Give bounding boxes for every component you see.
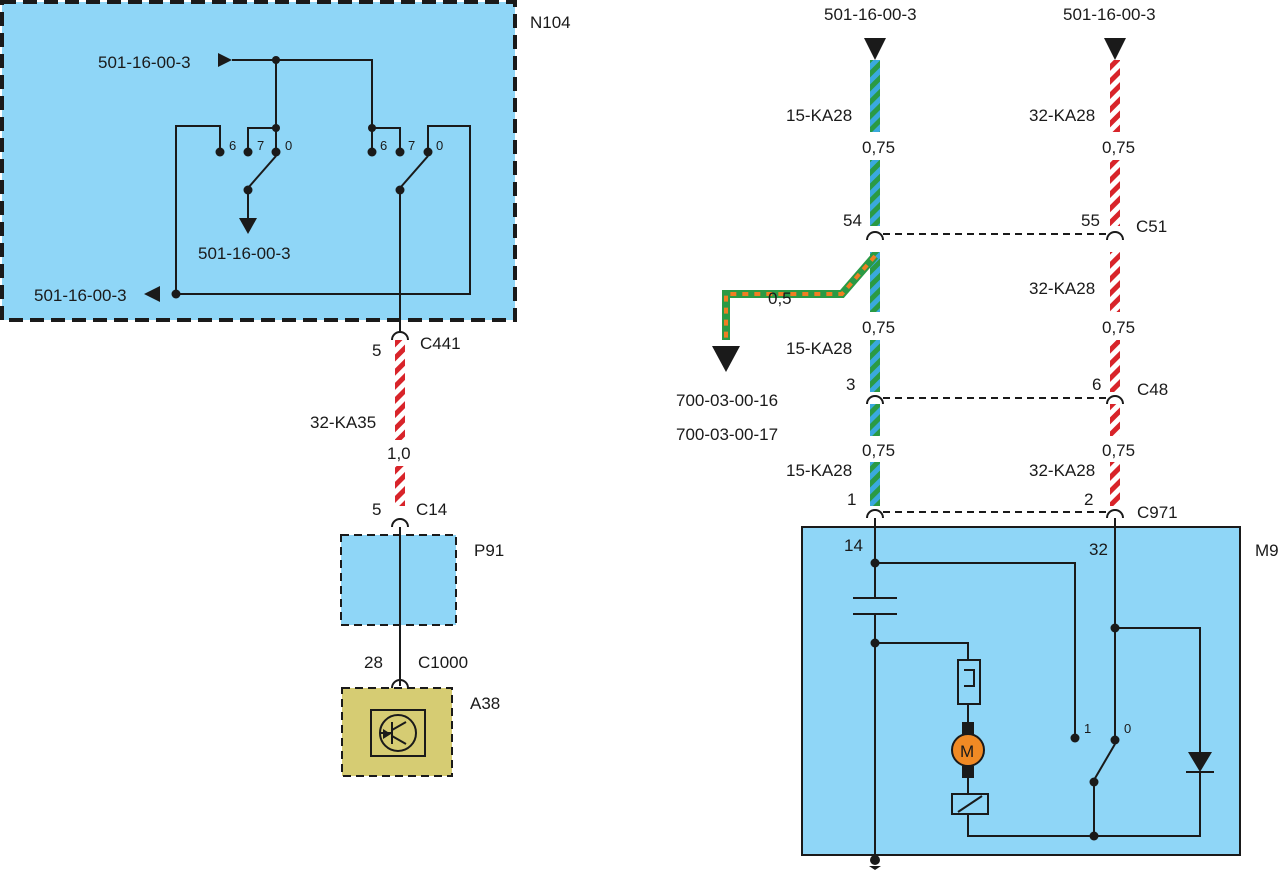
switch2-pos-6: 6	[380, 138, 387, 153]
diode-icon	[1186, 752, 1214, 773]
pin-c48-3: 3	[846, 375, 855, 394]
relay-coil-icon	[951, 793, 989, 815]
pin-c441: 5	[372, 341, 381, 360]
left-wire-chain: 5 C441 32-KA35 1,0 5 C14	[310, 190, 461, 686]
wire-id-32-ka28-3: 32-KA28	[1029, 461, 1095, 480]
wire-15-ka28	[870, 60, 880, 506]
connector-label-c441: C441	[420, 334, 461, 353]
gauge-32-ka28-3: 0,75	[1102, 441, 1135, 460]
gauge-32-ka28-2: 0,75	[1102, 318, 1135, 337]
switch1-pos-7: 7	[257, 138, 264, 153]
connector-label-c48: C48	[1137, 380, 1168, 399]
switch2-pos-0: 0	[436, 138, 443, 153]
switch2-pos-7: 7	[408, 138, 415, 153]
arrow-in-icon	[218, 53, 232, 67]
connector-label-c1000: C1000	[418, 653, 468, 672]
wire-id-15-ka28-1: 15-KA28	[786, 106, 852, 125]
connector-c971	[866, 509, 1124, 519]
capacitor-icon	[853, 597, 897, 615]
arrow-down-icon	[864, 38, 886, 60]
pin-c14: 5	[372, 500, 381, 519]
module-label-a38: A38	[470, 694, 500, 713]
connector-c441	[391, 331, 409, 341]
m9-switch-pos-0: 0	[1124, 721, 1131, 736]
connector-label-c971: C971	[1137, 503, 1178, 522]
pin-c51-54: 54	[843, 211, 862, 230]
module-label-n104: N104	[530, 13, 571, 32]
ref-top-right: 501-16-00-3	[1063, 5, 1156, 24]
motor-icon: M	[951, 733, 985, 767]
wire-id-32-ka28-1: 32-KA28	[1029, 106, 1095, 125]
arrow-down-icon	[239, 218, 257, 234]
motor-symbol: M	[960, 742, 974, 761]
arrow-left-icon	[144, 286, 160, 302]
module-n104: N104 501-16-00-3 6 7 0 501-16-00-3	[0, 0, 571, 322]
ground-dot	[870, 855, 880, 865]
module-label-p91: P91	[474, 541, 504, 560]
pin-c971-2: 2	[1084, 490, 1093, 509]
wire-32-ka28	[1110, 60, 1120, 506]
arrow-down-icon	[1104, 38, 1126, 60]
ref-branch-2: 700-03-00-17	[676, 425, 778, 444]
connector-c51	[866, 231, 1124, 241]
switch1-pos-0: 0	[285, 138, 292, 153]
ref-branch-1: 700-03-00-16	[676, 391, 778, 410]
switch-2: 6 7 0 501-16-00-3	[34, 124, 471, 305]
pin-c1000: 28	[364, 653, 383, 672]
connector-c1000	[391, 679, 409, 689]
m9-switch-pos-1: 1	[1084, 721, 1091, 736]
ground-arrow-icon	[869, 866, 881, 870]
gauge-15-ka28-3: 0,75	[862, 441, 895, 460]
ref-n104-left: 501-16-00-3	[34, 286, 127, 305]
pin-c51-55: 55	[1081, 211, 1100, 230]
m9-pin-32: 32	[1089, 540, 1108, 559]
module-label-m9: M9	[1255, 541, 1279, 560]
gauge-32-ka35: 1,0	[387, 444, 411, 463]
connector-label-c14: C14	[416, 500, 447, 519]
wire-32-ka35-lower	[395, 466, 405, 506]
transistor-icon	[370, 709, 426, 757]
wire-id-32-ka28-2: 32-KA28	[1029, 279, 1095, 298]
pin-c971-1: 1	[847, 490, 856, 509]
ref-n104-input: 501-16-00-3	[98, 53, 191, 72]
connector-label-c51: C51	[1136, 217, 1167, 236]
gauge-branch: 0,5	[768, 289, 792, 308]
connector-c14	[391, 518, 409, 528]
module-p91: P91	[340, 534, 504, 626]
ref-top-left: 501-16-00-3	[824, 5, 917, 24]
ref-n104-mid: 501-16-00-3	[198, 244, 291, 263]
module-m9: M9 14 32 1 M	[801, 518, 1279, 856]
switch1-pos-6: 6	[229, 138, 236, 153]
wire-32-ka35-upper	[395, 340, 405, 440]
pin-c48-6: 6	[1092, 375, 1101, 394]
wire-id-15-ka28-2: 15-KA28	[786, 339, 852, 358]
arrow-down-icon	[712, 346, 740, 372]
module-a38: A38	[341, 687, 500, 777]
connector-c48	[866, 395, 1124, 405]
wire-id-15-ka28-3: 15-KA28	[786, 461, 852, 480]
branch-wire	[712, 253, 879, 372]
switch-1: 6 7 0 501-16-00-3	[198, 60, 292, 263]
gauge-32-ka28-1: 0,75	[1102, 138, 1135, 157]
gauge-15-ka28-1: 0,75	[862, 138, 895, 157]
gauge-15-ka28-2: 0,75	[862, 318, 895, 337]
wire-id-32-ka35: 32-KA35	[310, 413, 376, 432]
m9-pin-14: 14	[844, 536, 863, 555]
